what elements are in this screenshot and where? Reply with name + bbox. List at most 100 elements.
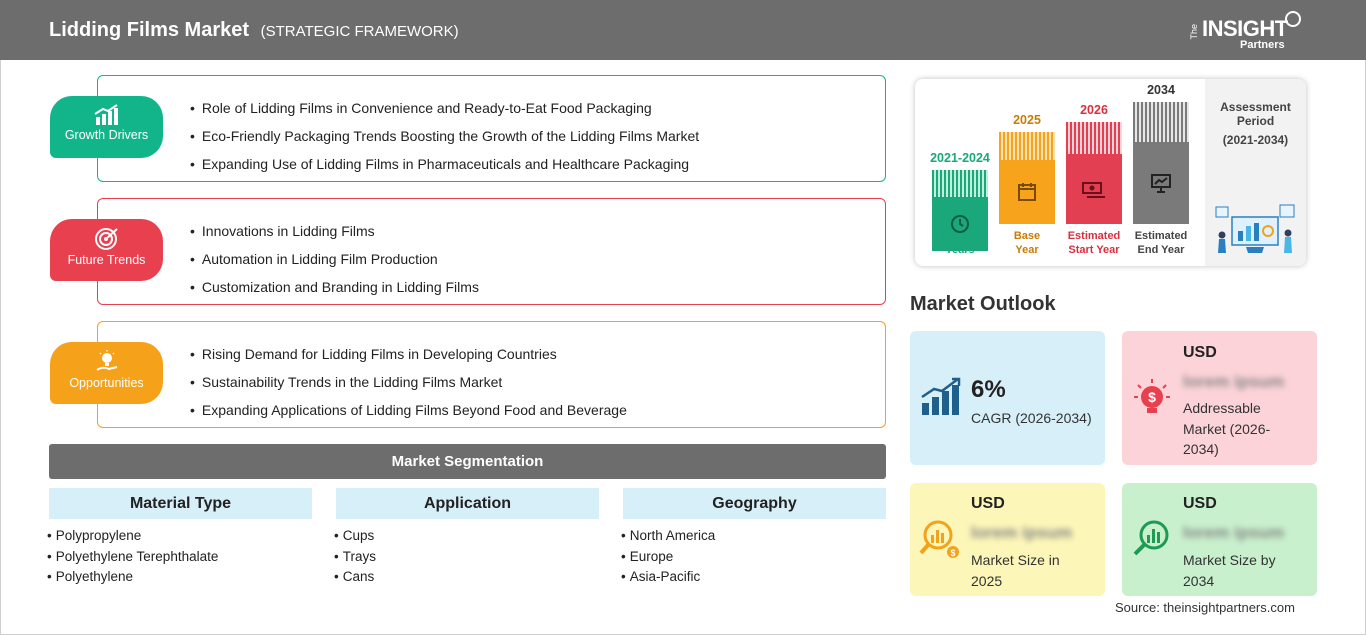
segment-material-type: Material Type Polypropylene Polyethylene… [49,488,312,588]
timeline-panel: 2021-2024 2025 2026 [915,79,1306,266]
addressable-value: lorem ipsum [1183,372,1285,391]
market-size-2025-card: $ USD lorem ipsum Market Size in 2025 [910,483,1105,596]
page-title-text: Lidding Films Market [49,19,250,41]
timeline-year: 2025 [1013,113,1041,127]
assessment-range: (2021-2034) [1222,133,1289,147]
growth-chart-icon [921,377,961,415]
growth-drivers-box: Role of Lidding Films in Convenience and… [97,75,886,182]
list-item: Europe [621,547,886,568]
timeline-label-base: Base Year [987,229,1067,257]
logo-swoosh-icon [1285,11,1301,27]
segment-title: Material Type [49,488,312,519]
timeline-label-end: Estimated End Year [1121,229,1201,257]
addressable-currency: USD [1183,344,1217,361]
segment-geography: Geography North America Europe Asia-Paci… [623,488,886,588]
list-item: Sustainability Trends in the Lidding Fil… [190,368,627,396]
timeline-bar-historical: 2021-2024 [930,151,990,251]
source-note: Source: theinsightpartners.com [1115,600,1295,615]
calendar-icon [1018,183,1036,201]
list-item: Automation in Lidding Film Production [190,245,479,273]
list-item: Innovations in Lidding Films [190,217,479,245]
analytics-people-icon [1215,204,1295,253]
presentation-icon [1151,174,1171,193]
timeline-year: 2034 [1147,83,1175,97]
addressable-label: Addressable Market (2026-2034) [1183,400,1271,457]
list-item: Cups [334,526,599,547]
logo-partners: Partners [1240,39,1285,51]
market-outlook-title: Market Outlook [910,293,1056,315]
list-item: Eco-Friendly Packaging Trends Boosting t… [190,122,699,150]
timeline-bar-end: 2034 [1133,83,1189,224]
magnifier-chart-icon [1133,520,1169,556]
future-trends-list: Innovations in Lidding Films Automation … [190,217,479,301]
list-item: Role of Lidding Films in Convenience and… [190,94,699,122]
cagr-label: CAGR (2026-2034) [971,410,1092,426]
list-item: Trays [334,547,599,568]
target-icon [94,228,118,250]
opportunities-badge: Opportunities [50,342,163,404]
insight-partners-logo: The INSIGHT Partners [1189,8,1320,54]
growth-drivers-list: Role of Lidding Films in Convenience and… [190,94,699,178]
list-item: Customization and Branding in Lidding Fi… [190,273,479,301]
logo-insight: INSIGHT [1202,16,1288,41]
size-2025-label: Market Size in 2025 [971,552,1060,589]
label-line: Start Year [1068,244,1120,256]
timeline-bar-base: 2025 [999,113,1055,224]
page-header: Lidding Films Market (STRATEGIC FRAMEWOR… [0,0,1366,60]
opportunities-box: Rising Demand for Lidding Films in Devel… [97,321,886,428]
market-size-2034-card: USD lorem ipsum Market Size by 2034 [1122,483,1317,596]
assessment-title: Assessment Period [1220,100,1291,128]
size-2034-currency: USD [1183,495,1217,512]
size-2034-label: Market Size by 2034 [1183,552,1276,589]
addressable-market-card: $ USD lorem ipsum Addressable Market (20… [1122,331,1317,465]
growth-drivers-label: Growth Drivers [64,128,149,142]
segment-title: Geography [623,488,886,519]
svg-text:$: $ [950,548,955,558]
segment-application: Application Cups Trays Cans [336,488,599,588]
cagr-value: 6% [971,376,1006,403]
logo-the: The [1189,24,1199,40]
future-trends-badge: Future Trends [50,219,163,281]
size-2025-value: lorem ipsum [971,523,1073,542]
lightbulb-hand-icon [95,350,117,371]
timeline-label-historical: Historical Years [920,229,1000,257]
list-item: North America [621,526,886,547]
label-line: Estimated [1134,230,1188,242]
timeline-label-start: Estimated Start Year [1054,229,1134,257]
market-segmentation-header: Market Segmentation [49,444,886,479]
money-bulb-icon: $ [1134,379,1170,413]
cagr-card: 6% CAGR (2026-2034) [910,331,1105,465]
label-line: Base [1013,230,1041,242]
history-icon [951,215,969,233]
timeline-year: 2026 [1080,103,1108,117]
list-item: Polyethylene Terephthalate [47,547,312,568]
timeline-bar-start: 2026 [1066,103,1122,224]
label-line: Year [1015,244,1039,256]
opportunities-list: Rising Demand for Lidding Films in Devel… [190,340,627,424]
bar-chart-growth-icon [93,104,118,125]
list-item: Expanding Use of Lidding Films in Pharma… [190,150,699,178]
list-item: Polyethylene [47,567,312,588]
page-subtitle: (STRATEGIC FRAMEWORK) [260,23,459,40]
label-line: End Year [1137,244,1185,256]
label-line: Estimated [1067,230,1121,242]
future-trends-box: Innovations in Lidding Films Automation … [97,198,886,305]
list-item: Polypropylene [47,526,312,547]
cash-icon [1082,182,1105,198]
segment-title: Application [336,488,599,519]
growth-drivers-badge: Growth Drivers [50,96,163,158]
label-line: Years [945,244,975,256]
timeline-year: 2021-2024 [930,151,990,165]
list-item: Expanding Applications of Lidding Films … [190,396,627,424]
label-line: Historical [934,230,986,242]
svg-text:$: $ [1148,389,1156,405]
list-item: Cans [334,567,599,588]
page-title: Lidding Films Market (STRATEGIC FRAMEWOR… [49,19,459,42]
size-2034-value: lorem ipsum [1183,523,1285,542]
list-item: Asia-Pacific [621,567,886,588]
assessment-period: Assessment Period (2021-2034) [1205,79,1306,266]
future-trends-label: Future Trends [67,253,146,267]
size-2025-currency: USD [971,495,1005,512]
opportunities-label: Opportunities [69,376,144,390]
list-item: Rising Demand for Lidding Films in Devel… [190,340,627,368]
